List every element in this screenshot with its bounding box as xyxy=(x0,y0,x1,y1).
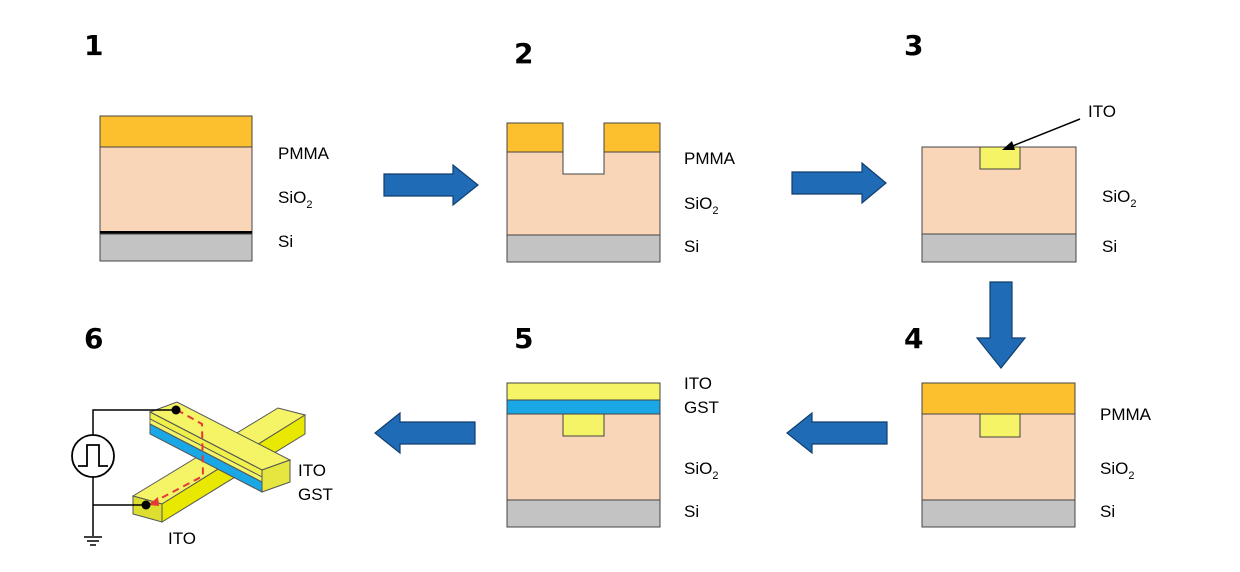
label-gst: GST xyxy=(298,485,333,504)
label-si: Si xyxy=(278,232,293,251)
stack-step-2: PMMA SiO2 Si xyxy=(506,122,736,263)
si-substrate xyxy=(99,233,253,262)
arrow-right-1-to-2 xyxy=(383,163,479,207)
stack-step-4: PMMA SiO2 Si xyxy=(921,382,1152,528)
pulse-source-icon xyxy=(71,434,115,478)
si-substrate xyxy=(506,234,661,263)
label-si: Si xyxy=(684,237,699,256)
ito-top-layer xyxy=(506,382,661,401)
ground-icon xyxy=(84,536,102,546)
ito-plug xyxy=(979,146,1021,170)
stack-step-1: PMMA SiO2 Si xyxy=(99,115,330,262)
ito-plug xyxy=(562,413,605,437)
label-ito: ITO xyxy=(1088,102,1116,121)
device-step-6: ITO GST ITO xyxy=(71,401,333,548)
label-pmma: PMMA xyxy=(684,149,736,168)
arrow-down-3-to-4 xyxy=(975,281,1027,369)
interface-line xyxy=(100,231,252,234)
label-gst: GST xyxy=(684,398,719,417)
step-number-1: 1 xyxy=(84,29,103,62)
stack-step-3: ITO SiO2 Si xyxy=(921,102,1136,263)
label-sio2: SiO2 xyxy=(1102,187,1136,210)
step-number-5: 5 xyxy=(514,322,533,355)
gst-layer xyxy=(506,399,661,415)
si-substrate xyxy=(921,233,1077,263)
top-wire xyxy=(92,409,176,436)
label-ito: ITO xyxy=(684,374,712,393)
pmma-layer-left xyxy=(506,122,564,153)
arrow-left-5-to-6 xyxy=(374,411,476,455)
label-si: Si xyxy=(1102,237,1117,256)
step-number-6: 6 xyxy=(84,322,103,355)
current-path xyxy=(147,409,205,506)
label-si: Si xyxy=(1100,502,1115,521)
sio2-layer-with-trench xyxy=(506,151,661,236)
arrow-left-4-to-5 xyxy=(786,411,888,455)
step-number-4: 4 xyxy=(904,322,923,355)
label-ito-top: ITO xyxy=(298,461,326,480)
label-sio2: SiO2 xyxy=(278,188,312,211)
label-pmma: PMMA xyxy=(278,144,330,163)
label-si: Si xyxy=(684,502,699,521)
label-sio2: SiO2 xyxy=(684,194,718,217)
step-number-2: 2 xyxy=(514,37,533,70)
current-arrowhead xyxy=(148,497,159,506)
ito-plug xyxy=(979,413,1021,438)
step-number-3: 3 xyxy=(904,29,923,62)
pmma-layer xyxy=(921,382,1076,415)
label-ito-bottom: ITO xyxy=(168,529,196,548)
pmma-layer-right xyxy=(603,122,661,153)
si-substrate xyxy=(506,499,661,528)
top-ito-gst-bar xyxy=(148,401,292,493)
label-sio2: SiO2 xyxy=(684,459,718,482)
si-substrate xyxy=(921,499,1076,528)
label-sio2: SiO2 xyxy=(1100,459,1134,482)
stack-step-5: ITO GST SiO2 Si xyxy=(506,374,719,528)
arrow-right-2-to-3 xyxy=(791,161,887,205)
ito-pointer-line xyxy=(1009,118,1081,148)
pmma-layer xyxy=(99,115,253,148)
sio2-layer xyxy=(99,146,253,234)
ito-pointer-head xyxy=(1002,141,1015,150)
label-pmma: PMMA xyxy=(1100,405,1152,424)
